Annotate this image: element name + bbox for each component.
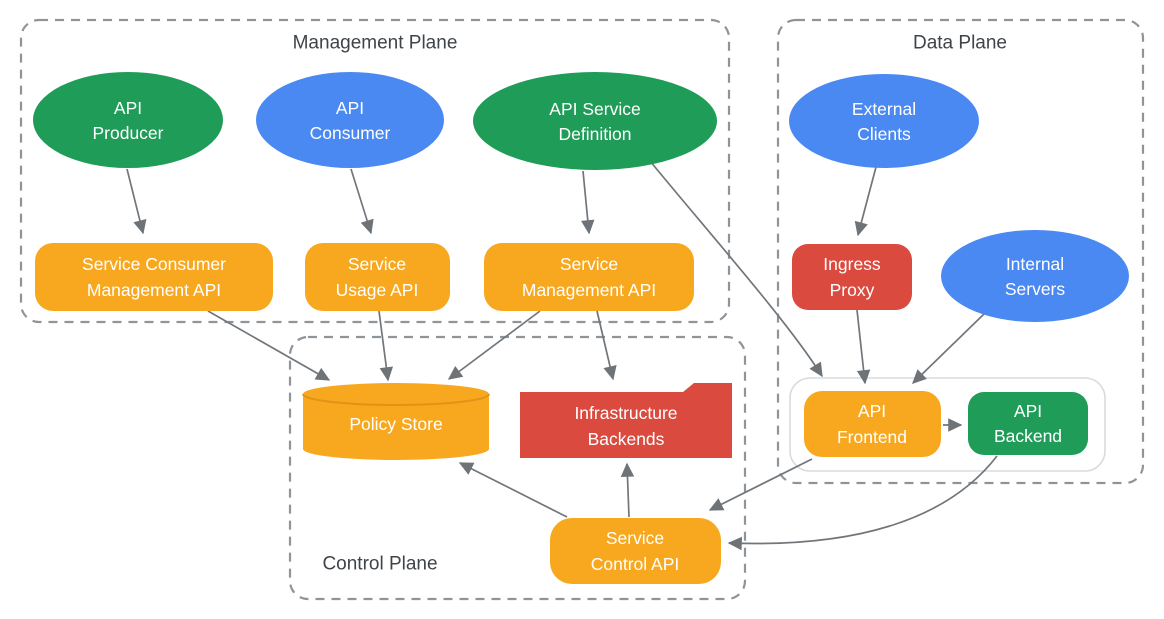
ingress-proxy-shape: [792, 244, 912, 310]
internal-servers-label: Servers: [1005, 279, 1066, 299]
arrow-service-control-api-to-infrastructure-backends: [620, 462, 635, 518]
data-plane: Data Plane: [776, 18, 1145, 485]
node-api-producer: API Producer: [33, 72, 223, 168]
api-producer-label: API: [114, 98, 142, 118]
service-consumer-management-api-shape: [35, 243, 273, 311]
node-api-backend: API Backend: [968, 392, 1088, 455]
arrow-api-service-definition-to-service-management-api: [581, 170, 595, 235]
api-producer-label: Producer: [92, 123, 163, 143]
control-plane: Control Plane: [288, 335, 747, 601]
node-service-control-api: Service Control API: [550, 518, 721, 584]
node-internal-servers: Internal Servers: [941, 230, 1129, 322]
node-api-consumer: API Consumer: [256, 72, 444, 168]
arrow-service-management-api-to-infrastructure-backends: [596, 310, 617, 381]
api-frontend-label: API: [858, 401, 886, 421]
api-service-definition-shape: [473, 72, 717, 170]
arrow-external-clients-to-ingress-proxy: [854, 166, 877, 237]
api-backend-label: API: [1014, 401, 1042, 421]
service-management-api-label: Service: [560, 254, 618, 274]
ingress-proxy-label: Ingress: [823, 254, 881, 274]
external-clients-label: External: [852, 99, 916, 119]
internal-servers-shape: [941, 230, 1129, 322]
arrow-ingress-proxy-to-api-frontend: [856, 309, 871, 385]
management-plane-border: [19, 18, 731, 324]
arrow-api-backend-to-service-control-api: [727, 455, 998, 551]
service-management-api-shape: [484, 243, 694, 311]
node-policy-store: Policy Store: [302, 383, 490, 460]
external-clients-shape: [789, 74, 979, 168]
external-clients-label: Clients: [857, 124, 911, 144]
service-control-api-label: Service: [606, 528, 664, 548]
node-api-frontend: API Frontend: [804, 391, 941, 457]
node-external-clients: External Clients: [789, 74, 979, 168]
service-usage-api-label: Usage API: [336, 280, 419, 300]
node-service-management-api: Service Management API: [484, 243, 694, 311]
api-service-definition-label: API Service: [549, 99, 640, 119]
api-backend-shape: [968, 392, 1088, 455]
arrow-api-consumer-to-service-usage-api: [350, 168, 374, 235]
arrow-api-frontend-to-service-control-api: [708, 458, 813, 511]
api-producer-shape: [33, 72, 223, 168]
service-consumer-management-api-label: Service Consumer: [82, 254, 226, 274]
infrastructure-backends-label: Backends: [588, 429, 665, 449]
arrow-service-control-api-to-policy-store: [458, 462, 568, 518]
api-frontend-shape: [804, 391, 941, 457]
arrow-api-service-definition-to-api-frontend: [649, 160, 823, 378]
policy-store-cylinder-rim: [302, 393, 490, 406]
edges: [126, 160, 998, 551]
arrow-api-producer-to-service-consumer-management-api: [126, 168, 147, 235]
data-plane-title: Data Plane: [913, 33, 1007, 54]
ingress-proxy-label: Proxy: [830, 280, 875, 300]
node-infrastructure-backends: Infrastructure Backends: [520, 383, 732, 458]
api-backend-label: Backend: [994, 426, 1062, 446]
node-api-service-definition: API Service Definition: [473, 72, 717, 170]
service-control-api-shape: [550, 518, 721, 584]
arrow-service-management-api-to-policy-store: [447, 310, 541, 380]
node-service-consumer-management-api: Service Consumer Management API: [35, 243, 273, 311]
api-service-definition-label: Definition: [559, 124, 632, 144]
node-service-usage-api: Service Usage API: [305, 243, 450, 311]
internal-servers-label: Internal: [1006, 254, 1064, 274]
api-consumer-shape: [256, 72, 444, 168]
control-plane-border: [288, 335, 747, 601]
service-usage-api-label: Service: [348, 254, 406, 274]
management-plane-title: Management Plane: [293, 33, 458, 54]
service-consumer-management-api-label: Management API: [87, 280, 221, 300]
arrow-internal-servers-to-api-frontend: [912, 313, 985, 384]
api-consumer-label: API: [336, 98, 364, 118]
arrow-service-usage-api-to-policy-store: [378, 310, 394, 382]
service-control-api-label: Control API: [591, 554, 680, 574]
arrow-service-consumer-management-api-to-policy-store: [207, 310, 331, 381]
infrastructure-backends-shape: [520, 383, 732, 458]
api-frontend-label: Frontend: [837, 427, 907, 447]
management-plane: Management Plane: [19, 18, 731, 324]
control-plane-title: Control Plane: [322, 554, 437, 575]
api-consumer-label: Consumer: [310, 123, 391, 143]
policy-store-label: Policy Store: [349, 414, 442, 434]
policy-store-shape: [303, 383, 489, 460]
service-usage-api-shape: [305, 243, 450, 311]
node-ingress-proxy: Ingress Proxy: [792, 244, 912, 310]
infrastructure-backends-label: Infrastructure: [574, 403, 677, 423]
service-management-api-label: Management API: [522, 280, 656, 300]
data-plane-border: [776, 18, 1145, 485]
